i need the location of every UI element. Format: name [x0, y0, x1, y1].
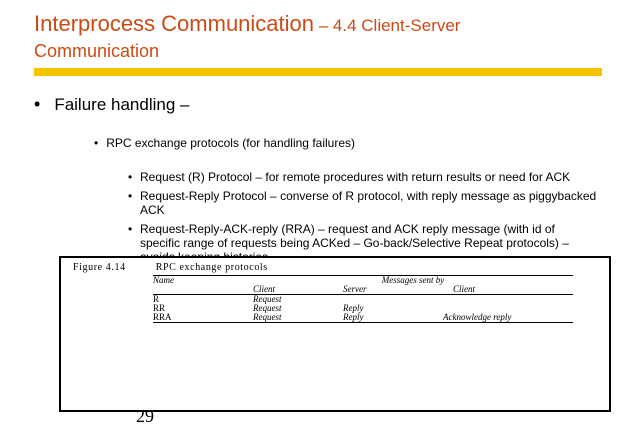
cell-name: RRA [153, 313, 253, 323]
figure-label: Figure 4.14 [73, 262, 126, 273]
cell-client: Request [253, 313, 343, 323]
bullet-dot-icon: • [128, 189, 133, 203]
bullet-dot-icon: • [128, 222, 133, 236]
title-line2: Communication [34, 41, 160, 61]
header-server: Server [343, 285, 443, 295]
bullet-dot-icon: • [128, 170, 133, 184]
bullet-level3-list: • Request (R) Protocol – for remote proc… [128, 170, 598, 269]
title-rule [34, 68, 602, 76]
bullet-dot-icon: • [94, 136, 99, 150]
cell-server: Reply [343, 303, 364, 313]
title-main: Interprocess Communication [34, 11, 315, 36]
cell-client: Request [253, 303, 282, 313]
cell-client2 [443, 295, 573, 305]
cell-client: Request [253, 294, 282, 304]
bullet-level1: • Failure handling – [34, 94, 189, 115]
cell-client2: Acknowledge reply [443, 313, 573, 323]
bullet-level2: • RPC exchange protocols (for handling fa… [94, 136, 355, 150]
table-row: RRA Request Reply Acknowledge reply [153, 313, 573, 323]
header-client: Client [253, 285, 343, 295]
protocol-table: Name Messages sent by Client Server Clie… [153, 275, 573, 323]
table-row: R Request [153, 295, 573, 305]
table-subheader-row: Client Server Client [153, 285, 573, 295]
bullet-level2-text: RPC exchange protocols (for handling fai… [106, 136, 355, 150]
list-item-text: Request-Reply Protocol – converse of R p… [140, 189, 597, 217]
cell-name: R [153, 294, 160, 304]
table-header-row: Name Messages sent by [153, 275, 573, 285]
table-row: RR Request Reply [153, 304, 573, 313]
list-item: • Request-Reply Protocol – converse of R… [128, 189, 598, 217]
figure-caption: Figure 4.14 RPC exchange protocols [73, 262, 268, 273]
header-name: Name [153, 275, 253, 285]
cell-name: RR [153, 303, 166, 313]
list-item: • Request (R) Protocol – for remote proc… [128, 170, 598, 184]
header-client2: Client [443, 285, 573, 295]
header-messages: Messages sent by [253, 275, 573, 285]
figure-name: RPC exchange protocols [155, 262, 268, 273]
cell-server: Reply [343, 313, 443, 323]
page-number: 29 [136, 406, 154, 426]
title-section: – 4.4 Client-Server [314, 16, 461, 35]
slide-title: Interprocess Communication – 4.4 Client-… [34, 12, 624, 63]
bullet-level1-text: Failure handling – [54, 95, 190, 114]
bullet-dot-icon: • [34, 94, 41, 114]
figure-rpc-protocols: Figure 4.14 RPC exchange protocols Name M… [59, 256, 611, 412]
list-item-text: Request (R) Protocol – for remote proced… [140, 170, 571, 184]
